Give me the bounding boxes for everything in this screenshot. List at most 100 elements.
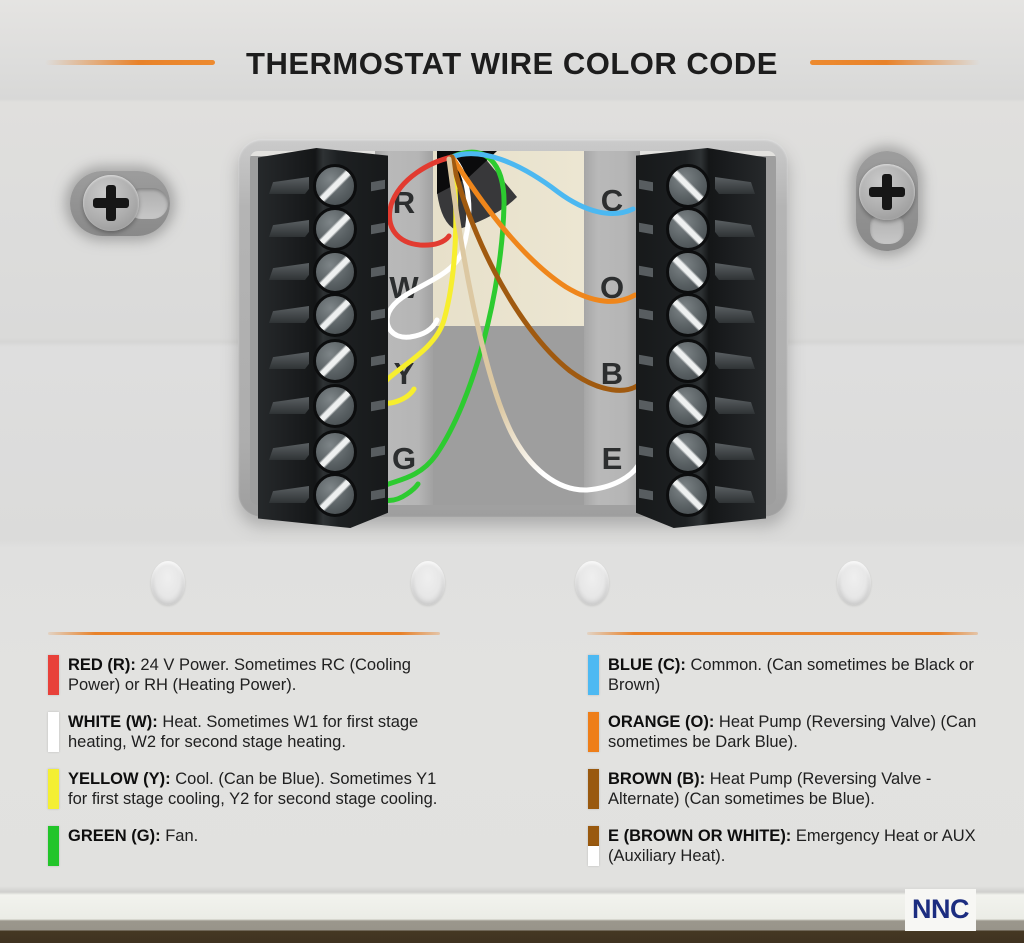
- terminal-label-e: E: [601, 441, 623, 476]
- terminal-notch: [639, 222, 653, 235]
- terminal-notch: [371, 179, 385, 192]
- legend-divider-right: [587, 632, 978, 635]
- terminal-notch: [639, 354, 653, 367]
- right-screw-head: [859, 164, 915, 220]
- terminal-notch: [371, 265, 385, 278]
- yellow-swatch: [48, 769, 59, 809]
- terminal-notch: [639, 399, 653, 412]
- terminal-screw: [666, 384, 710, 428]
- title-divider-right: [810, 60, 980, 65]
- terminal-notch: [371, 399, 385, 412]
- legend-text: YELLOW (Y): Cool. (Can be Blue). Sometim…: [68, 770, 438, 808]
- swatch-top-half: [588, 826, 599, 846]
- legend-divider-left: [48, 632, 440, 635]
- wire-clamp: [715, 352, 755, 369]
- wire-clamp: [269, 486, 309, 503]
- terminal-label-b: B: [600, 356, 624, 391]
- terminal-screw: [666, 207, 710, 251]
- legend-text: WHITE (W): Heat. Sometimes W1 for first …: [68, 713, 419, 751]
- terminal-label-y: Y: [393, 356, 415, 391]
- terminal-screw: [313, 250, 357, 294]
- terminal-screw: [313, 293, 357, 337]
- terminal-label-o: O: [599, 270, 625, 305]
- terminal-notch: [371, 354, 385, 367]
- mounting-hole: [411, 561, 445, 605]
- mounting-hole: [151, 561, 185, 605]
- terminal-notch: [371, 222, 385, 235]
- wire-clamp: [269, 263, 309, 280]
- terminal-notch: [371, 445, 385, 458]
- terminal-screw: [666, 339, 710, 383]
- legend-left-column: RED (R): 24 V Power. Sometimes RC (Cooli…: [48, 655, 446, 883]
- mounting-hole: [575, 561, 609, 605]
- red-swatch: [48, 655, 59, 695]
- legend-item-orange: ORANGE (O): Heat Pump (Reversing Valve) …: [588, 712, 980, 752]
- legend-text: GREEN (G): Fan.: [68, 827, 199, 845]
- wire-clamp: [269, 352, 309, 369]
- legend-item-green: GREEN (G): Fan.: [48, 826, 446, 866]
- mounting-hole: [837, 561, 871, 605]
- terminal-notch: [639, 179, 653, 192]
- legend-text: ORANGE (O): Heat Pump (Reversing Valve) …: [608, 713, 977, 751]
- terminal-screw: [666, 293, 710, 337]
- terminal-notch: [639, 308, 653, 321]
- wire-clamp: [269, 220, 309, 237]
- terminal-notch: [639, 488, 653, 501]
- wire-clamp: [715, 263, 755, 280]
- white-swatch: [48, 712, 59, 752]
- wire-clamp: [715, 220, 755, 237]
- terminal-screw: [666, 250, 710, 294]
- legend-item-emergency: E (BROWN OR WHITE): Emergency Heat or AU…: [588, 826, 980, 866]
- left-terminal-block: [258, 148, 388, 528]
- terminal-notch: [371, 488, 385, 501]
- terminal-screw: [666, 164, 710, 208]
- terminal-label-r: R: [392, 185, 416, 220]
- legend-item-yellow: YELLOW (Y): Cool. (Can be Blue). Sometim…: [48, 769, 446, 809]
- wire-clamp: [715, 443, 755, 460]
- wire-clamp: [715, 486, 755, 503]
- legend-item-white: WHITE (W): Heat. Sometimes W1 for first …: [48, 712, 446, 752]
- orange-swatch: [588, 712, 599, 752]
- left-mounting-slot: [70, 171, 170, 236]
- wire-clamp: [715, 177, 755, 194]
- legend-item-red: RED (R): 24 V Power. Sometimes RC (Cooli…: [48, 655, 446, 695]
- terminal-screw: [313, 430, 357, 474]
- nnc-logo: NNC: [905, 889, 976, 931]
- terminal-notch: [371, 308, 385, 321]
- title-divider-left: [45, 60, 215, 65]
- page-title: THERMOSTAT WIRE COLOR CODE: [246, 46, 778, 81]
- swatch-bottom-half: [588, 846, 599, 866]
- phillips-icon: [106, 185, 116, 221]
- right-mounting-slot: [856, 151, 918, 251]
- terminal-label-w: W: [389, 270, 419, 305]
- wire-clamp: [269, 397, 309, 414]
- terminal-screw: [313, 207, 357, 251]
- terminal-notch: [639, 445, 653, 458]
- phillips-icon: [882, 174, 892, 210]
- wire-clamp: [715, 306, 755, 323]
- wire-clamp: [269, 306, 309, 323]
- wire-clamp: [269, 177, 309, 194]
- left-screw-head: [83, 175, 139, 231]
- legend-text: BLUE (C): Common. (Can sometimes be Blac…: [608, 656, 974, 694]
- green-swatch: [48, 826, 59, 866]
- legend-item-blue: BLUE (C): Common. (Can sometimes be Blac…: [588, 655, 980, 695]
- terminal-screw: [313, 473, 357, 517]
- terminal-screw: [666, 430, 710, 474]
- terminal-screw: [313, 164, 357, 208]
- panel-center-window: [433, 151, 584, 326]
- terminal-screw: [666, 473, 710, 517]
- legend-text: RED (R): 24 V Power. Sometimes RC (Cooli…: [68, 656, 411, 694]
- wire-clamp: [715, 397, 755, 414]
- terminal-label-g: G: [391, 441, 417, 476]
- terminal-label-c: C: [600, 183, 624, 218]
- legend-text: BROWN (B): Heat Pump (Reversing Valve - …: [608, 770, 932, 808]
- blue-swatch: [588, 655, 599, 695]
- terminal-notch: [639, 265, 653, 278]
- terminal-screw: [313, 384, 357, 428]
- legend-right-column: BLUE (C): Common. (Can sometimes be Blac…: [588, 655, 980, 883]
- legend-text: E (BROWN OR WHITE): Emergency Heat or AU…: [608, 827, 976, 865]
- legend-item-brown: BROWN (B): Heat Pump (Reversing Valve - …: [588, 769, 980, 809]
- brown-swatch: [588, 769, 599, 809]
